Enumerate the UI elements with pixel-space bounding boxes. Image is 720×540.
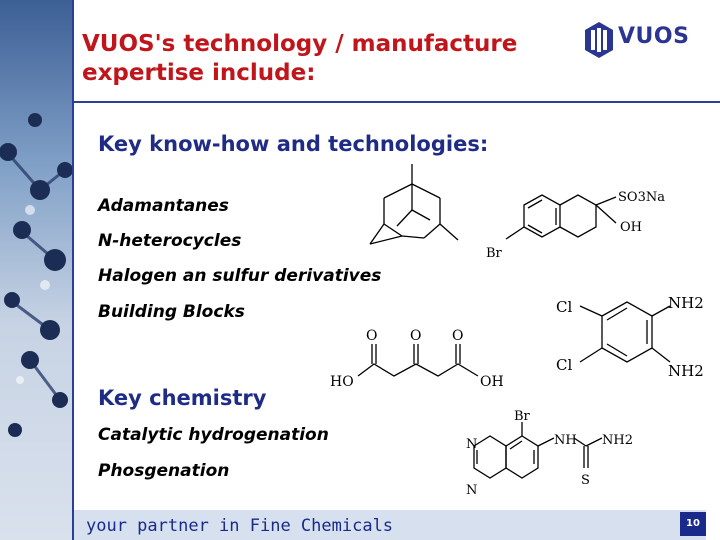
logo-icon <box>585 22 613 58</box>
cl-top-label: Cl <box>556 298 572 316</box>
header-rule <box>74 101 720 103</box>
adamantane-structure <box>369 164 459 245</box>
nh-label: NH <box>554 433 577 448</box>
n-label: N <box>466 437 477 452</box>
quinoxaline-thiourea-structure: Br N N NH NH2 S <box>466 409 633 498</box>
naphthalene-sulfonate-structure: SO3Na OH Br <box>486 190 665 261</box>
footer-bar <box>74 510 706 540</box>
o-label: O <box>452 328 463 344</box>
dichlorobenzenediamine-structure: Cl Cl NH2 NH2 <box>556 294 704 380</box>
vuos-logo: VUOS <box>582 16 702 64</box>
so3na-label: SO3Na <box>618 190 665 205</box>
chemistry-heading: Key chemistry <box>98 386 267 410</box>
acetonedicarboxylic-acid-structure: O O O HO OH <box>330 328 504 390</box>
br-label: Br <box>486 246 503 261</box>
oh-label: OH <box>620 220 642 235</box>
know-how-heading: Key know-how and technologies: <box>98 132 489 156</box>
page-number: 10 <box>680 512 706 536</box>
nh2-top-label: NH2 <box>668 294 704 312</box>
o-label: O <box>410 328 421 344</box>
list-item: N-heterocycles <box>98 231 242 251</box>
list-item: Building Blocks <box>98 302 245 322</box>
o-label: O <box>366 328 377 344</box>
sidebar-image <box>0 0 72 540</box>
br-label: Br <box>514 409 531 424</box>
footer-tagline: your partner in Fine Chemicals <box>86 516 394 536</box>
ho-label: HO <box>330 374 354 390</box>
molecule-model-image <box>0 113 72 437</box>
sidebar-divider <box>72 0 74 540</box>
slide-title: VUOS's technology / manufacture expertis… <box>82 31 518 86</box>
s-label: S <box>581 473 590 488</box>
nh2-label: NH2 <box>602 433 633 448</box>
logo-text: VUOS <box>618 24 690 49</box>
list-item: Phosgenation <box>98 461 230 481</box>
cl-bottom-label: Cl <box>556 356 572 374</box>
n-label: N <box>466 483 477 498</box>
list-item: Adamantanes <box>98 196 229 216</box>
list-item: Halogen an sulfur derivatives <box>98 266 382 286</box>
oh-label: OH <box>480 374 504 390</box>
list-item: Catalytic hydrogenation <box>98 425 329 445</box>
nh2-bottom-label: NH2 <box>668 362 704 380</box>
